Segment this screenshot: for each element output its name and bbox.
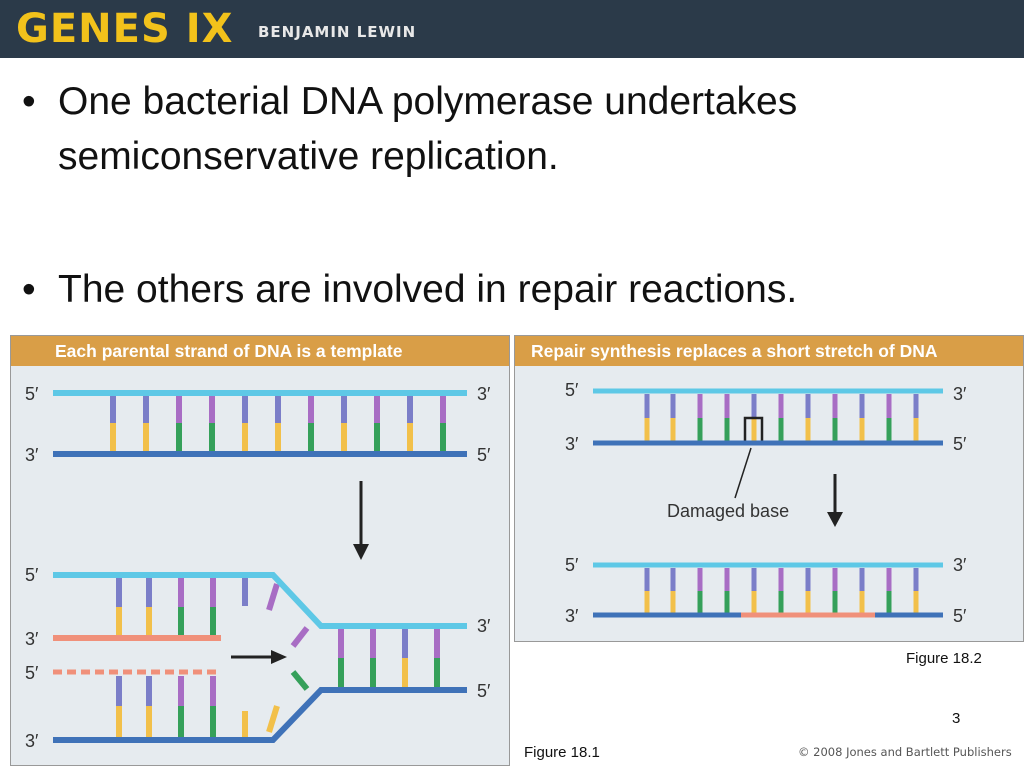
replication-fork — [53, 572, 467, 743]
strand-end-label: 5′ — [565, 555, 579, 575]
page-number: 3 — [952, 710, 961, 727]
arrow-down-icon — [827, 474, 843, 527]
figure-18-2: Repair synthesis replaces a short stretc… — [514, 335, 1024, 642]
strand-end-label: 5′ — [953, 606, 967, 626]
damaged-base-label: Damaged base — [667, 501, 789, 521]
slide-header: GENES IX BENJAMIN LEWIN — [0, 0, 1024, 58]
repaired-duplex — [593, 562, 943, 618]
bullet-list: One bacterial DNA polymerase undertakes … — [20, 74, 1010, 317]
strand-end-label: 3′ — [25, 445, 39, 465]
copyright-notice: © 2008 Jones and Bartlett Publishers — [798, 745, 1012, 759]
replication-diagram: 5′ 3′ 3′ 5′ — [25, 384, 491, 751]
strand-end-label: 5′ — [953, 434, 967, 454]
damaged-duplex — [593, 388, 943, 446]
figure-18-1: Each parental strand of DNA is a templat… — [10, 335, 510, 766]
strand-end-label: 5′ — [25, 663, 39, 683]
strand-end-label: 5′ — [477, 445, 491, 465]
author-name: BENJAMIN LEWIN — [258, 23, 417, 41]
strand-end-label: 3′ — [953, 384, 967, 404]
figure-caption: Figure 18.1 — [524, 744, 600, 761]
figure-title: Repair synthesis replaces a short stretc… — [515, 336, 1023, 366]
strand-end-label: 3′ — [477, 384, 491, 404]
arrow-down-icon — [353, 481, 369, 560]
figure-title: Each parental strand of DNA is a templat… — [11, 336, 509, 366]
strand-end-label: 3′ — [565, 434, 579, 454]
strand-end-label: 3′ — [25, 629, 39, 649]
strand-end-label: 5′ — [25, 384, 39, 404]
strand-end-label: 5′ — [25, 565, 39, 585]
strand-end-label: 5′ — [477, 681, 491, 701]
repair-diagram: 5′ 3′ 3′ 5′ Damaged base — [565, 380, 967, 626]
bullet-item: The others are involved in repair reacti… — [20, 262, 1010, 317]
arrow-right-icon — [231, 650, 287, 664]
strand-end-label: 3′ — [565, 606, 579, 626]
strand-end-label: 5′ — [565, 380, 579, 400]
strand-end-label: 3′ — [953, 555, 967, 575]
strand-end-label: 3′ — [25, 731, 39, 751]
figure-caption: Figure 18.2 — [906, 650, 982, 667]
strand-end-label: 3′ — [477, 616, 491, 636]
bullet-item: One bacterial DNA polymerase undertakes … — [20, 74, 1010, 184]
book-logo: GENES IX — [16, 6, 234, 52]
parental-duplex — [53, 390, 467, 457]
